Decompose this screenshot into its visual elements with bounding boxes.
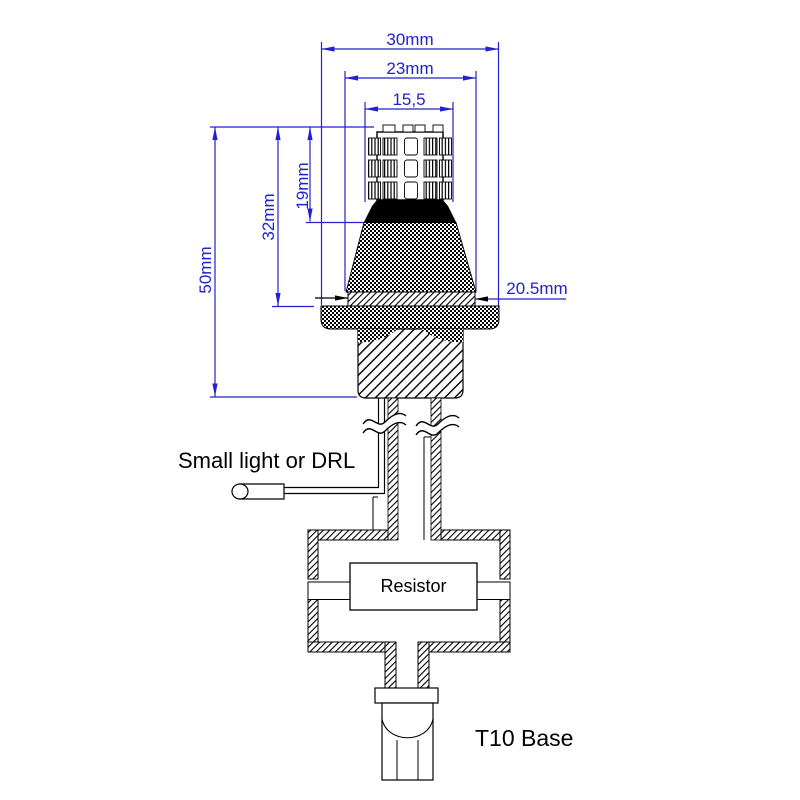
housing-wall-top-left	[307, 529, 389, 541]
led-top-chips	[382, 124, 444, 133]
wire-tube-right	[430, 397, 442, 541]
bulb-lower-body-stipple-right	[421, 329, 463, 343]
retaining-ring	[347, 291, 476, 307]
t10-contact-lines	[396, 740, 419, 780]
break-symbol-right	[415, 414, 460, 436]
dimension-arrows	[212, 46, 499, 397]
t10-base	[374, 687, 439, 781]
arrow-icon	[485, 46, 499, 52]
housing-wall-left-lower	[307, 598, 319, 643]
black-collar	[364, 200, 456, 222]
tube-inner-edge-right	[423, 436, 431, 540]
arrow-icon	[321, 46, 335, 52]
arrow-icon	[307, 127, 313, 140]
wire-section	[231, 397, 460, 541]
arrow-icon	[212, 383, 218, 397]
bulb-flange	[320, 305, 500, 330]
housing-wall-bottom-right	[428, 641, 511, 653]
arrow-icon	[345, 75, 358, 81]
dimension-lines	[214, 48, 566, 397]
dimension-annotations: 30mm 23mm 15,5 19mm 32mm 50mm 20.5mm	[196, 30, 568, 398]
dim-label-50mm: 50mm	[196, 246, 215, 293]
housing-walls	[307, 529, 511, 689]
break-symbol-left	[362, 412, 407, 434]
wire-tube-left	[387, 397, 399, 541]
bulb-head	[320, 124, 500, 399]
output-tube-right	[417, 641, 430, 689]
arrow-icon	[275, 127, 281, 140]
bulb-lower-body	[357, 328, 464, 399]
dim-label-19mm: 19mm	[293, 162, 312, 209]
resistor-label: Resistor	[380, 576, 446, 596]
housing-wall-right-upper	[499, 529, 511, 580]
arrow-icon	[365, 106, 378, 112]
dim-label-155: 15,5	[392, 90, 425, 109]
extension-lines	[210, 42, 500, 398]
housing-wall-right-lower	[499, 598, 511, 643]
dim-label-23mm: 23mm	[386, 59, 433, 78]
arrow-icon	[212, 127, 218, 140]
small-light-wire	[284, 398, 386, 495]
resistor-housing: Resistor	[307, 529, 511, 689]
resistor-lead-left	[307, 581, 351, 600]
dim-label-32mm: 32mm	[259, 193, 278, 240]
arrow-icon	[307, 208, 313, 222]
arrow-icon	[463, 75, 476, 81]
dim-label-30mm: 30mm	[386, 30, 433, 49]
small-light-label: Small light or DRL	[178, 448, 355, 473]
t10-body	[381, 702, 434, 781]
small-light-wire	[284, 398, 380, 489]
t10-base-label: T10 Base	[475, 725, 573, 751]
heatsink-cone	[345, 222, 477, 293]
dim-label-205mm: 20.5mm	[506, 279, 567, 298]
resistor-box	[349, 562, 478, 611]
housing-wall-bottom-left	[307, 641, 386, 653]
bulb-lower-body-stipple-left	[358, 329, 398, 343]
wire-connector	[231, 483, 285, 500]
resistor-lead-right	[476, 581, 511, 600]
t10-collar	[374, 687, 439, 704]
arrow-icon	[440, 106, 453, 112]
housing-wall-left-upper	[307, 529, 319, 580]
arrow-icon	[335, 295, 348, 301]
t10-dome-curve	[381, 718, 434, 739]
arrow-icon	[475, 296, 488, 302]
output-tube-left	[384, 641, 397, 689]
arrow-icon	[275, 293, 281, 306]
